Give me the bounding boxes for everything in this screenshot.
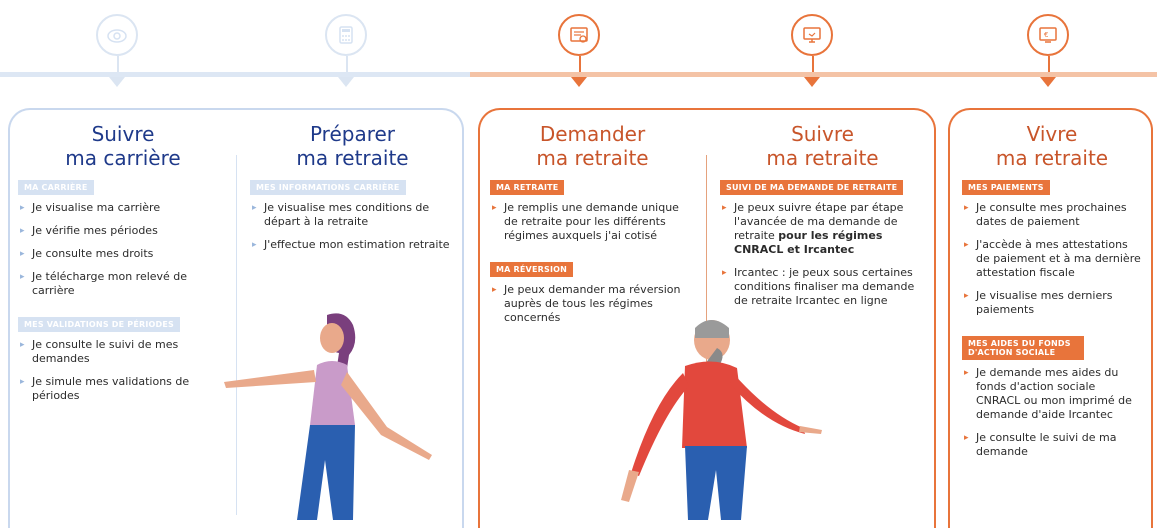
man-illustration: [621, 320, 822, 520]
icon-stem: [812, 56, 814, 72]
section-badge: MES VALIDATIONS DE PÉRIODES: [18, 317, 180, 332]
timeline: [0, 72, 1157, 78]
timeline-blue-segment: [0, 72, 470, 77]
title-line: ma retraite: [296, 146, 409, 170]
title-line: Suivre: [91, 122, 155, 146]
icon-stem: [1048, 56, 1050, 72]
item-list: Je consulte mes prochaines dates de paie…: [962, 201, 1142, 317]
title-line: Vivre: [1026, 122, 1078, 146]
column-divider: [236, 155, 237, 515]
timeline-marker: [571, 77, 587, 87]
timeline-marker: [109, 77, 125, 87]
column-suivre-retraite: Suivre ma retraite SUIVI DE MA DEMANDE D…: [720, 122, 925, 317]
title-line: Suivre: [791, 122, 854, 146]
column-title: Suivre ma carrière: [18, 122, 228, 170]
title-line: Préparer: [309, 122, 396, 146]
item-list: Je visualise ma carrière Je vérifie mes …: [18, 201, 228, 298]
list-item[interactable]: Je visualise mes derniers paiements: [962, 289, 1142, 317]
column-title: Suivre ma retraite: [720, 122, 925, 170]
list-item[interactable]: Je consulte mes prochaines dates de paie…: [962, 201, 1142, 229]
list-item[interactable]: Je vérifie mes périodes: [18, 224, 228, 238]
column-preparer-retraite: Préparer ma retraite MES INFORMATIONS CA…: [250, 122, 455, 261]
list-item[interactable]: Je peux demander ma réversion auprès de …: [490, 283, 695, 325]
title-line: ma retraite: [766, 146, 879, 170]
item-list: Je demande mes aides du fonds d'action s…: [962, 366, 1142, 459]
column-suivre-carriere: Suivre ma carrière MA CARRIÈRE Je visual…: [18, 122, 228, 412]
camera-icon: [96, 14, 138, 56]
retirement-request-box: [478, 108, 936, 528]
payment-icon: €: [1027, 14, 1069, 56]
item-list: Je peux demander ma réversion auprès de …: [490, 283, 695, 325]
woman-illustration: [224, 313, 432, 520]
form-icon: [558, 14, 600, 56]
column-title: Vivre ma retraite: [962, 122, 1142, 170]
calculator-icon: [325, 14, 367, 56]
section-badge: MES PAIEMENTS: [962, 180, 1050, 195]
title-line: ma retraite: [995, 146, 1109, 170]
icon-stem: [579, 56, 581, 72]
column-vivre-retraite: Vivre ma retraite MES PAIEMENTS Je consu…: [962, 122, 1142, 468]
item-list: Je consulte le suivi de mes demandes Je …: [18, 338, 228, 403]
column-demander-retraite: Demander ma retraite MA RETRAITE Je remp…: [490, 122, 695, 334]
list-item[interactable]: Je demande mes aides du fonds d'action s…: [962, 366, 1142, 422]
section-badge: MA RETRAITE: [490, 180, 565, 195]
item-list: Je peux suivre étape par étape l'avancée…: [720, 201, 925, 308]
list-item[interactable]: Je simule mes validations de périodes: [18, 375, 228, 403]
list-item[interactable]: Je consulte le suivi de ma demande: [962, 431, 1142, 459]
item-bold-text: pour les régimes CNRACL et Ircantec: [734, 229, 883, 256]
list-item[interactable]: J'accède à mes attestations de paiement …: [962, 238, 1142, 280]
item-list: Je visualise mes conditions de départ à …: [250, 201, 455, 252]
icon-stem: [117, 56, 119, 72]
list-item[interactable]: Je consulte mes droits: [18, 247, 228, 261]
list-item[interactable]: Je visualise mes conditions de départ à …: [250, 201, 455, 229]
section-badge: MES INFORMATIONS CARRIÈRE: [250, 180, 406, 195]
item-list: Je remplis une demande unique de retrait…: [490, 201, 695, 243]
section-badge: SUIVI DE MA DEMANDE DE RETRAITE: [720, 180, 904, 195]
column-title: Préparer ma retraite: [250, 122, 455, 170]
section-badge: MA CARRIÈRE: [18, 180, 94, 195]
timeline-marker: [1040, 77, 1056, 87]
list-item[interactable]: Je peux suivre étape par étape l'avancée…: [720, 201, 925, 257]
living-retirement-box: [948, 108, 1153, 528]
list-item[interactable]: Ircantec : je peux sous certaines condit…: [720, 266, 925, 308]
timeline-marker: [338, 77, 354, 87]
svg-text:€: €: [1044, 31, 1048, 39]
list-item[interactable]: Je télécharge mon relevé de carrière: [18, 270, 228, 298]
title-line: ma carrière: [65, 146, 181, 170]
icon-stem: [346, 56, 348, 72]
list-item[interactable]: Je visualise ma carrière: [18, 201, 228, 215]
column-title: Demander ma retraite: [490, 122, 695, 170]
list-item[interactable]: Je remplis une demande unique de retrait…: [490, 201, 695, 243]
list-item[interactable]: J'effectue mon estimation retraite: [250, 238, 455, 252]
item-text: Je peux suivre étape par étape l'avancée…: [734, 201, 904, 242]
section-badge: MES AIDES DU FONDS D'ACTION SOCIALE: [962, 336, 1084, 360]
title-line: Demander: [539, 122, 646, 146]
list-item[interactable]: Je consulte le suivi de mes demandes: [18, 338, 228, 366]
title-line: ma retraite: [536, 146, 649, 170]
timeline-marker: [804, 77, 820, 87]
section-badge: MA RÉVERSION: [490, 262, 574, 277]
monitor-icon: [791, 14, 833, 56]
timeline-orange-segment: [470, 72, 1157, 77]
career-box: [8, 108, 464, 528]
